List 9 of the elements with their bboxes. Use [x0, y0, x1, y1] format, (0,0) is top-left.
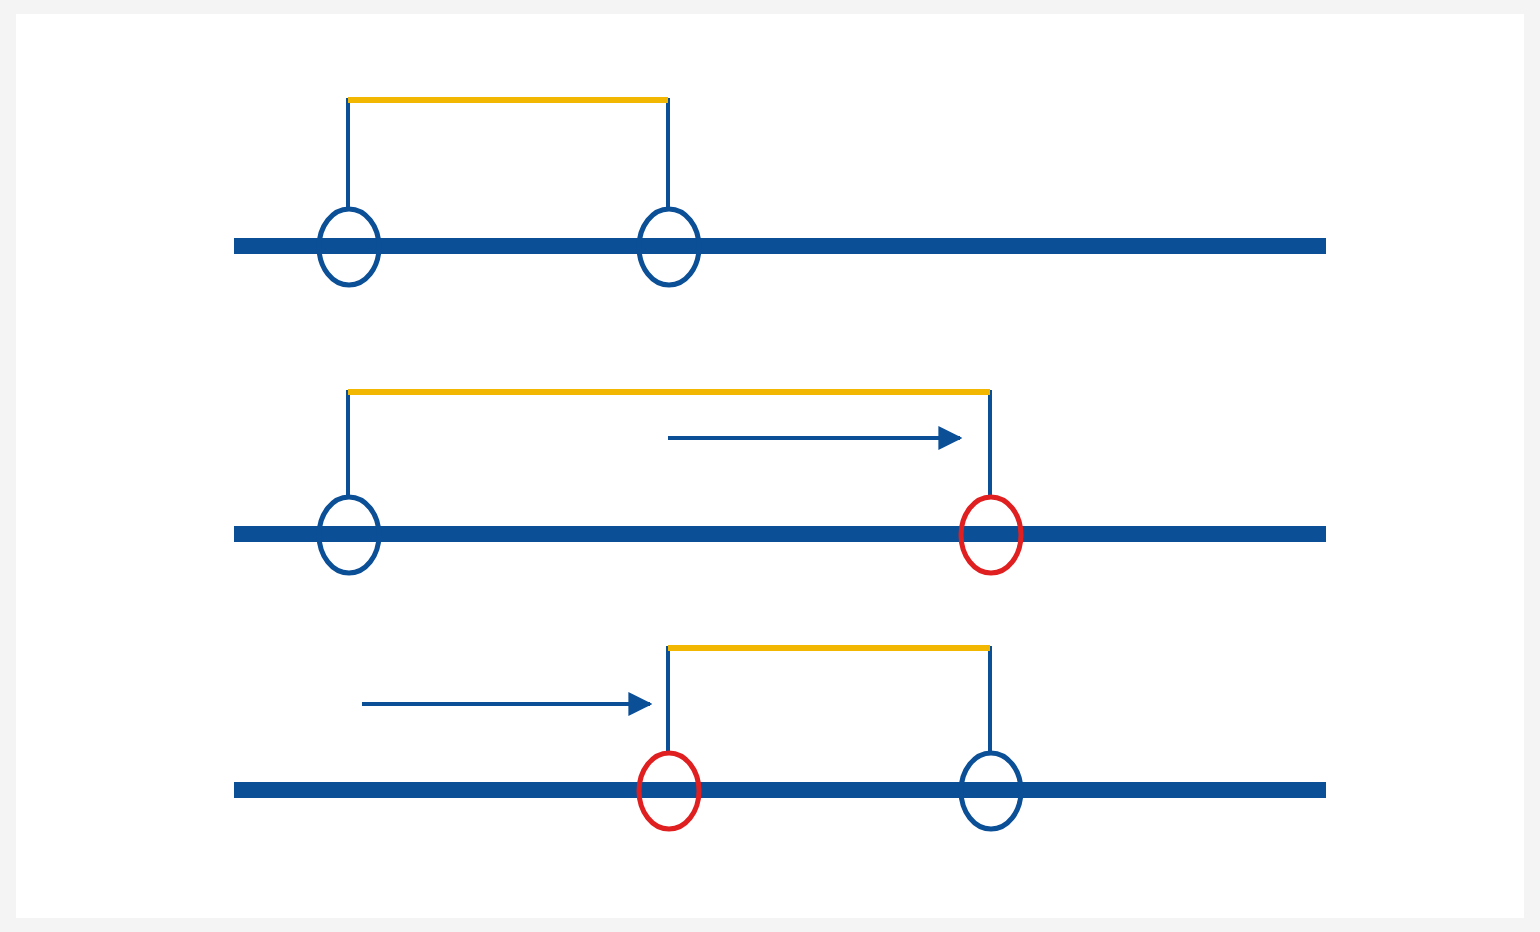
oval-marker [315, 493, 381, 575]
oval-marker [957, 493, 1023, 575]
oval-marker [315, 205, 381, 287]
bracket-connector [346, 97, 670, 208]
oval-marker [635, 205, 701, 287]
oval-marker [957, 749, 1023, 831]
oval-marker [635, 749, 701, 831]
bracket-connector [346, 389, 992, 496]
bracket-connector [666, 645, 992, 752]
